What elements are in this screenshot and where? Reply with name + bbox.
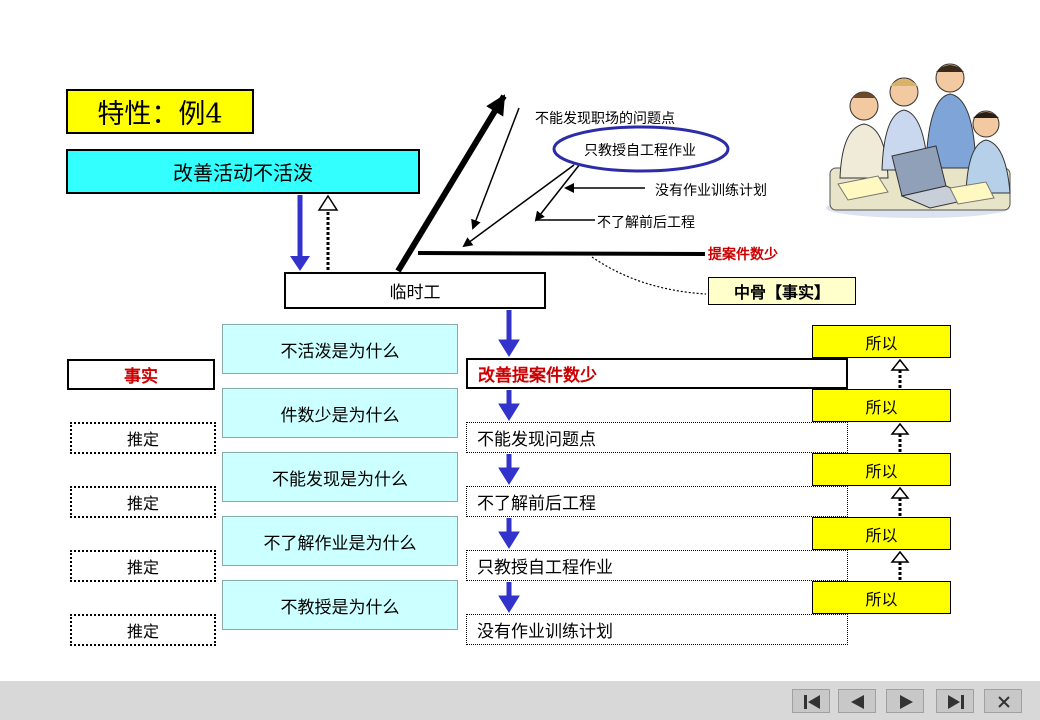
worker-box: 临时工 (284, 272, 546, 309)
middle-bone-line (417, 251, 706, 256)
people-clipart (826, 63, 1011, 218)
estimate-label-3: 推定 (70, 550, 216, 582)
answer-1: 改善提案件数少 (466, 358, 848, 389)
why-question-3: 不能发现是为什么 (222, 452, 458, 502)
next-slide-icon (900, 695, 913, 709)
estimate-label-2: 推定 (70, 486, 216, 518)
middle-bone-box: 中骨【事实】 (708, 277, 856, 305)
bone-label-2: 只教授自工程作业 (584, 143, 696, 159)
bone-label-4: 不了解前后工程 (597, 215, 695, 231)
why-question-4: 不了解作业是为什么 (222, 516, 458, 566)
prev-slide-button[interactable] (838, 689, 876, 713)
fact-label: 事实 (67, 359, 215, 390)
close-button[interactable] (984, 689, 1022, 713)
bone-label-3: 没有作业训练计划 (655, 183, 767, 199)
estimate-label-1: 推定 (70, 422, 216, 454)
answer-3: 不了解前后工程 (466, 486, 848, 517)
estimate-label-4: 推定 (70, 614, 216, 646)
branch-arrow-1 (471, 107, 520, 230)
close-icon (998, 696, 1010, 708)
why-question-1: 不活泼是为什么 (222, 324, 458, 374)
last-slide-button[interactable] (936, 689, 974, 713)
so-label-3: 所以 (812, 453, 951, 486)
slide-nav-bar (0, 681, 1040, 720)
next-slide-button[interactable] (886, 689, 924, 713)
first-slide-icon (804, 695, 820, 709)
answer-5: 没有作业训练计划 (466, 614, 848, 645)
branch-arrow-4 (534, 163, 581, 222)
last-slide-icon (948, 695, 964, 709)
answer-4: 只教授自工程作业 (466, 550, 848, 581)
so-label-4: 所以 (812, 517, 951, 550)
prev-slide-icon (851, 695, 864, 709)
so-label-5: 所以 (812, 581, 951, 614)
first-slide-button[interactable] (792, 689, 830, 713)
slide-title: 特性：例4 (66, 89, 254, 134)
why-question-2: 件数少是为什么 (222, 388, 458, 438)
branch-arrow-2 (462, 164, 575, 248)
dotted-connector (591, 256, 707, 295)
bone-label-5: 提案件数少 (708, 247, 778, 263)
effect-box: 改善活动不活泼 (66, 149, 420, 194)
so-label-1: 所以 (812, 325, 951, 358)
answer-2: 不能发现问题点 (466, 422, 848, 453)
so-label-2: 所以 (812, 389, 951, 422)
why-question-5: 不教授是为什么 (222, 580, 458, 630)
bone-label-1: 不能发现职场的问题点 (535, 111, 675, 127)
